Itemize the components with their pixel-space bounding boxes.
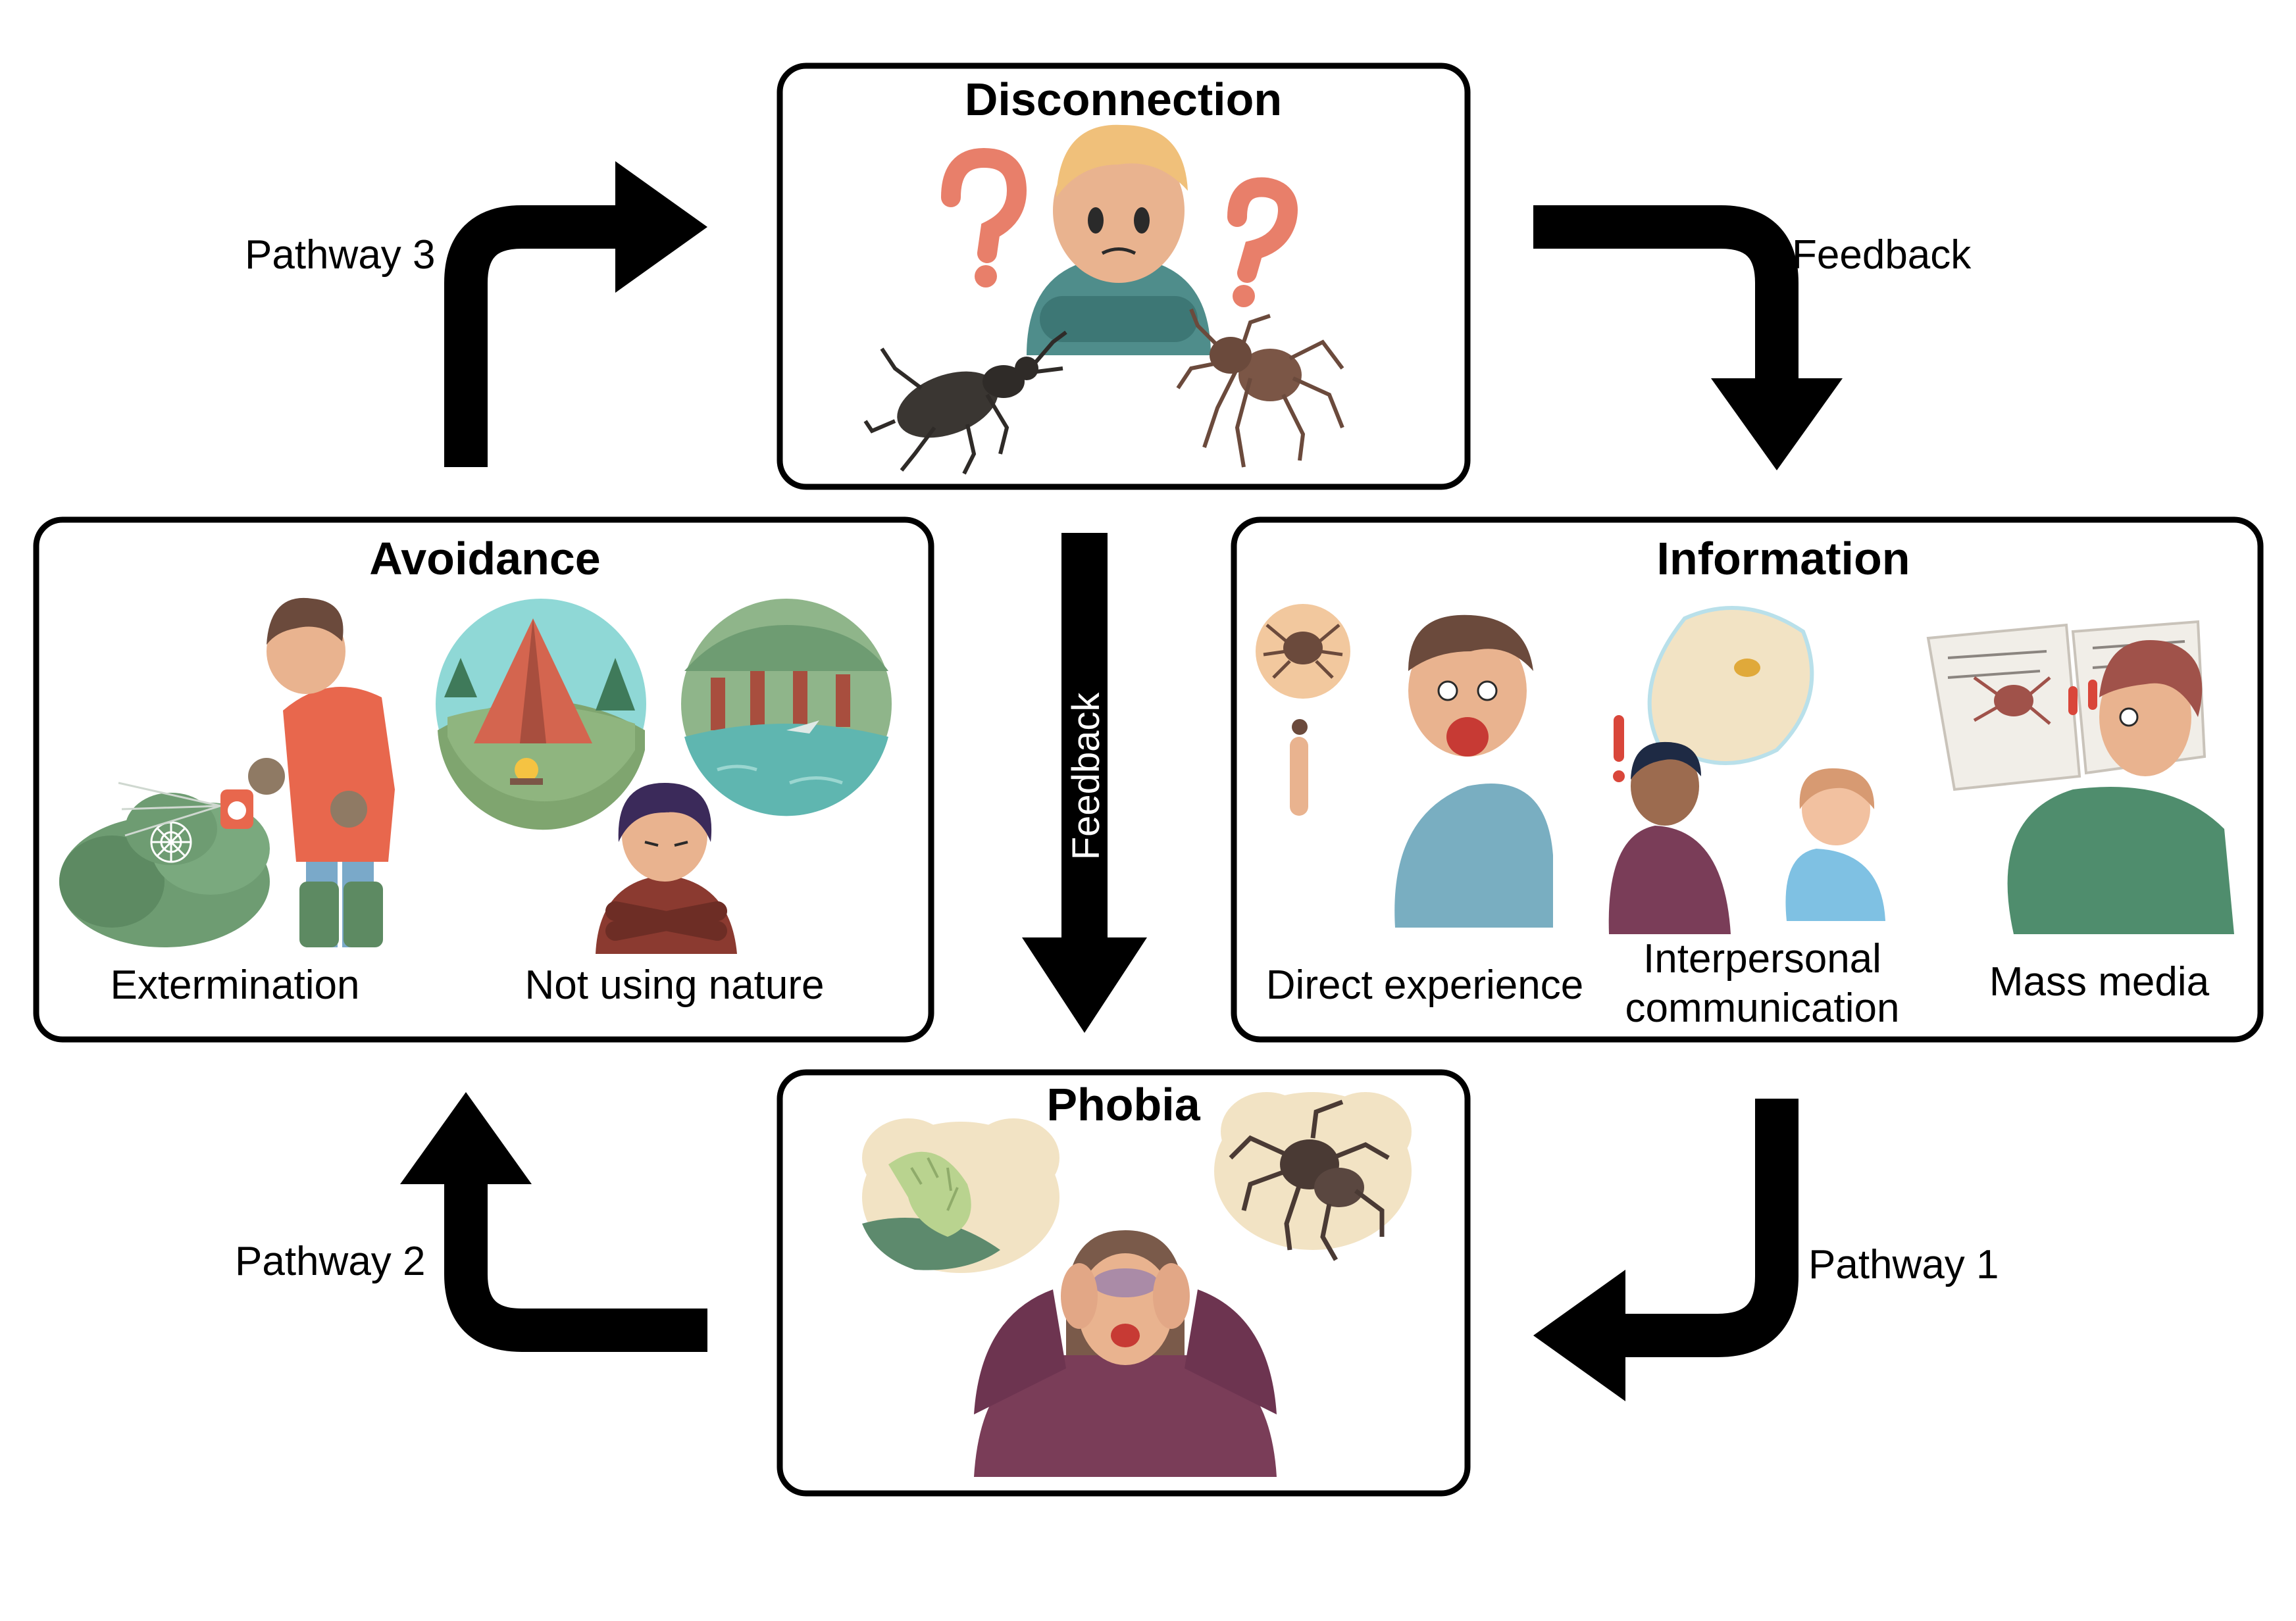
question-mark-icon-right	[1227, 177, 1298, 307]
information-title: Information	[1657, 533, 1910, 584]
pathway3-arrow	[444, 161, 707, 467]
information-label-communication: communication	[1625, 985, 1900, 1031]
pathway1-label: Pathway 1	[1808, 1242, 1999, 1287]
avoidance-title: Avoidance	[369, 533, 600, 584]
beetle-icon	[863, 330, 1067, 475]
spider-web-icon	[150, 821, 192, 863]
feedback-top-right-label: Feedback	[1792, 232, 1972, 278]
refusing-person-illustration	[596, 783, 737, 954]
feedback-center-label: Feedback	[1065, 692, 1108, 860]
information-box: Information	[1231, 516, 2264, 1043]
disconnection-title: Disconnection	[965, 74, 1282, 125]
frightened-person-illustration	[974, 1230, 1277, 1477]
phobia-title: Phobia	[1046, 1079, 1200, 1130]
avoidance-box: Avoidance	[33, 516, 934, 1043]
pathway2-label: Pathway 2	[235, 1239, 426, 1284]
information-label-interpersonal: Interpersonal	[1643, 936, 1881, 982]
feedback-top-right-arrow	[1533, 205, 1843, 470]
exterminator-person-illustration	[220, 597, 395, 947]
spray-mist	[118, 782, 221, 837]
interpersonal-communication-illustration	[1608, 606, 1885, 934]
pathway2-arrow	[400, 1092, 707, 1352]
caterpillar-thought-cloud	[862, 1118, 1059, 1273]
information-label-mass-media: Mass media	[1989, 959, 2210, 1005]
mass-media-illustration	[1926, 620, 2234, 934]
feedback-center-arrow: Feedback	[1022, 533, 1147, 1033]
question-mark-icon-left	[941, 147, 1027, 287]
spider-icon	[1176, 308, 1344, 468]
direct-experience-illustration	[1256, 604, 1553, 928]
avoidance-label-not-using-nature: Not using nature	[525, 962, 825, 1008]
camping-scene-icon	[436, 599, 646, 830]
avoidance-label-extermination: Extermination	[110, 962, 359, 1008]
pathway3-label: Pathway 3	[245, 232, 436, 278]
forest-river-scene-icon	[681, 599, 892, 816]
phobia-box: Phobia	[777, 1069, 1471, 1497]
confused-person-illustration	[1027, 124, 1211, 355]
pathway1-arrow	[1533, 1099, 1799, 1401]
spider-thought-cloud	[1214, 1092, 1412, 1261]
information-label-direct-experience: Direct experience	[1266, 962, 1583, 1008]
disconnection-box: Disconnection	[777, 62, 1471, 490]
